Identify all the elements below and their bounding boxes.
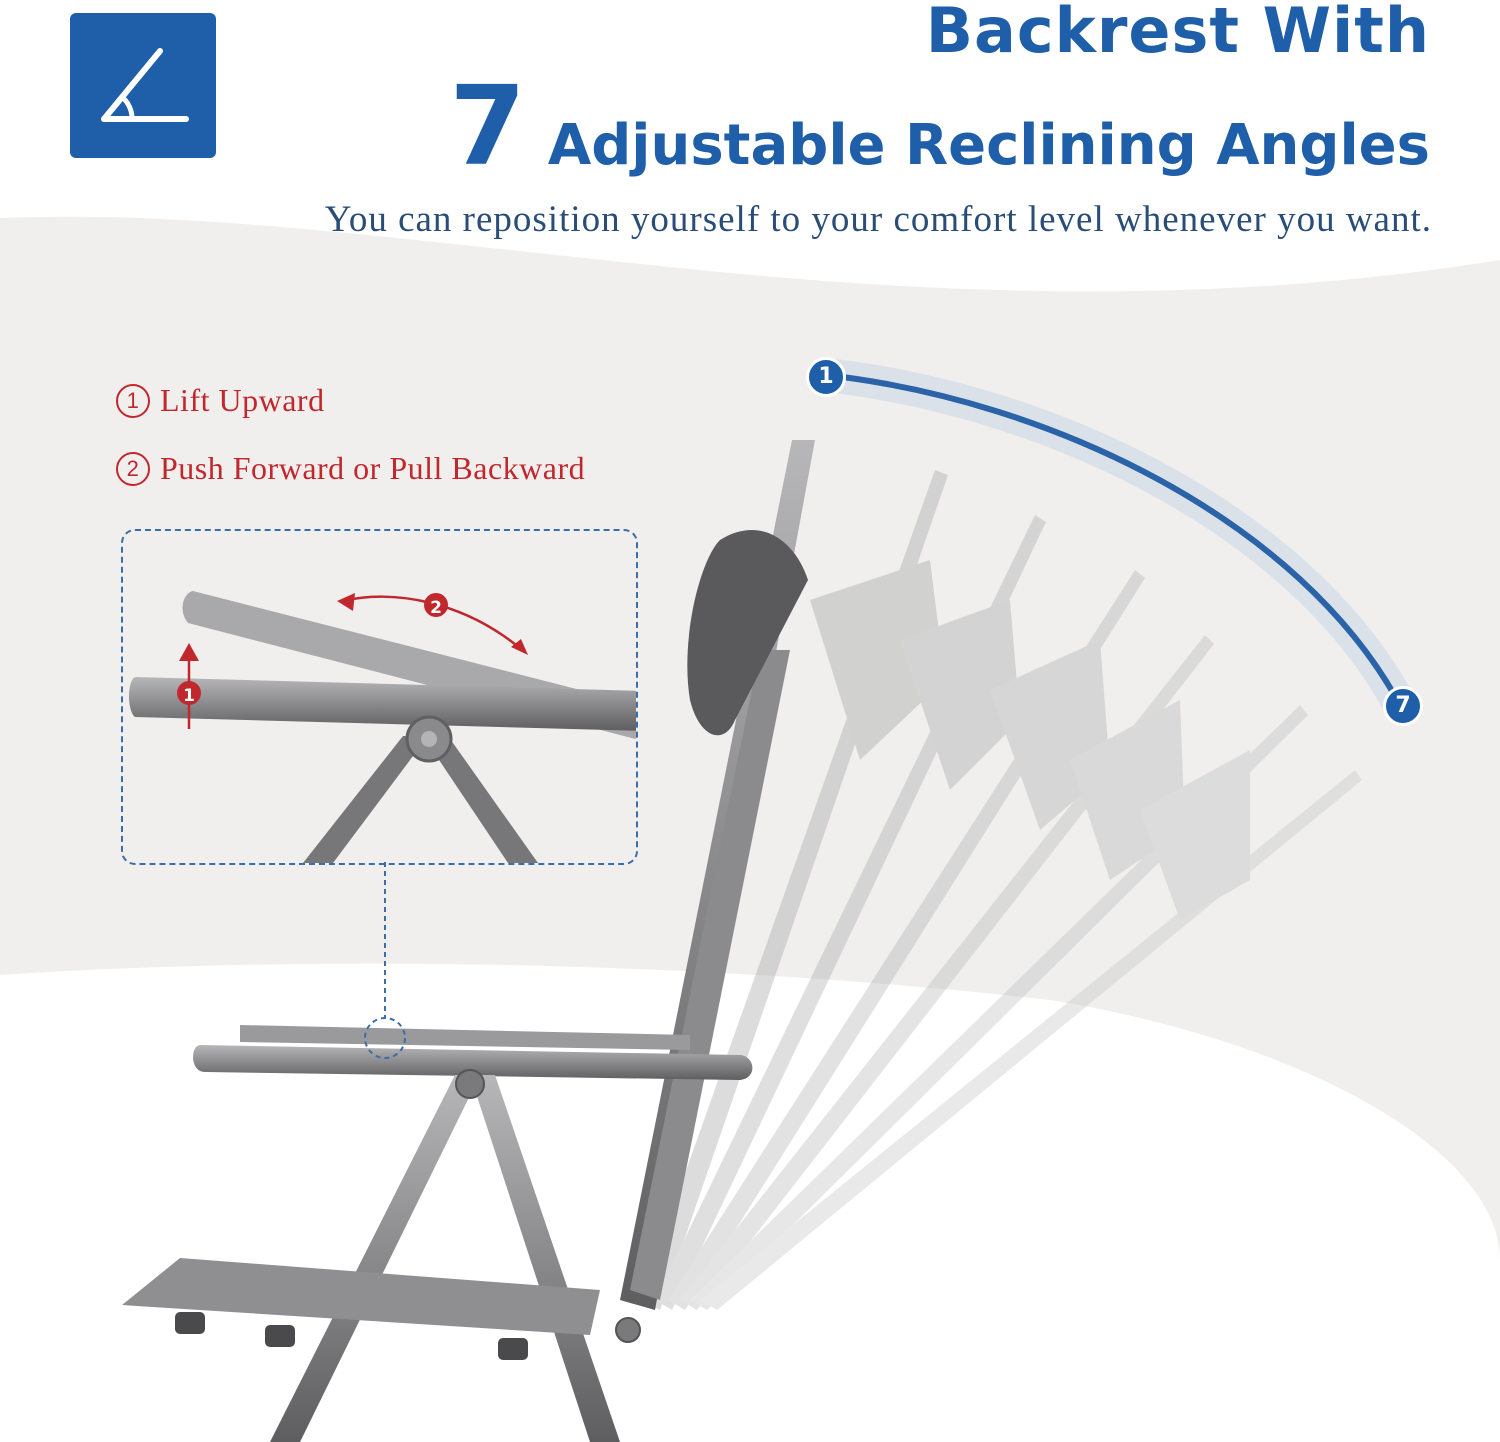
step-push-pull: 2 Push Forward or Pull Backward bbox=[116, 450, 585, 487]
recline-angle-icon bbox=[70, 13, 216, 158]
ghost-backrests bbox=[640, 470, 1362, 1310]
marker-lift bbox=[177, 681, 201, 705]
seat bbox=[122, 1258, 600, 1335]
closeup-leg-rear bbox=[423, 736, 538, 863]
lift-arrow-head bbox=[179, 643, 199, 661]
rear-leg bbox=[470, 1075, 620, 1442]
seat-clip bbox=[265, 1325, 295, 1347]
marker-move-label: 2 bbox=[430, 598, 442, 618]
backrest-mesh bbox=[630, 650, 790, 1300]
move-arrow-head-right bbox=[511, 639, 528, 655]
armrest-closeup bbox=[129, 677, 636, 731]
front-leg bbox=[270, 1075, 480, 1442]
seat-clip bbox=[498, 1338, 528, 1360]
marker-move bbox=[424, 593, 448, 617]
hinge bbox=[615, 1317, 641, 1343]
angle-start-badge: 1 bbox=[806, 357, 846, 397]
detail-callout: 1 2 bbox=[121, 529, 638, 865]
step-lift-upward: 1 Lift Upward bbox=[116, 382, 325, 419]
step-number: 1 bbox=[116, 384, 150, 418]
seat-clip bbox=[175, 1312, 205, 1334]
marker-lift-label: 1 bbox=[183, 686, 195, 706]
armrest-back bbox=[240, 1025, 690, 1050]
step-number: 2 bbox=[116, 452, 150, 486]
title-line-2: 7 Adjustable Reclining Angles bbox=[449, 62, 1430, 190]
recline-arc bbox=[823, 372, 1403, 708]
move-arrow-head-left bbox=[337, 593, 355, 611]
title-text: Adjustable Reclining Angles bbox=[547, 113, 1430, 178]
closeup-pivot-bolt bbox=[421, 731, 437, 747]
step-label: Push Forward or Pull Backward bbox=[160, 450, 586, 486]
step-label: Lift Upward bbox=[160, 382, 325, 418]
title-number: 7 bbox=[449, 62, 526, 190]
pivot-joint bbox=[455, 1069, 485, 1099]
subtitle: You can reposition yourself to your comf… bbox=[324, 199, 1432, 240]
closeup-leg-front bbox=[303, 736, 428, 863]
angle-end-badge: 7 bbox=[1383, 686, 1423, 726]
armrest-front bbox=[193, 1045, 753, 1080]
headrest-pillow bbox=[687, 529, 808, 736]
title-line-1: Backrest With bbox=[925, 0, 1430, 67]
